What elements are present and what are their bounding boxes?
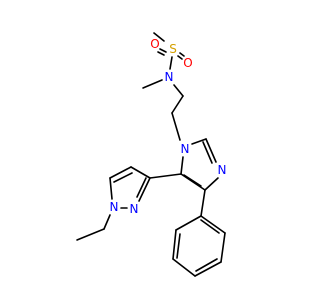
bond-n-methyl bbox=[142, 79, 163, 89]
atom-n-sulfonamide: N bbox=[165, 70, 174, 84]
atom-n-pyrazole-2: N bbox=[130, 202, 139, 216]
bond-ph-6 bbox=[200, 215, 226, 234]
bond-n1-c2 bbox=[191, 138, 207, 145]
atom-n-imidazole-1: N bbox=[181, 142, 190, 156]
bond-c4-c5-double bbox=[113, 172, 133, 183]
bond-c3-n2 bbox=[138, 177, 151, 202]
bond-c4-phenyl bbox=[200, 189, 206, 217]
bond-s-o1-b bbox=[157, 51, 165, 56]
bond-s-o1-a bbox=[159, 48, 167, 53]
bond-ch2-nim bbox=[171, 112, 181, 141]
bond-ph-5 bbox=[220, 232, 226, 263]
bond-c4-c5-double bbox=[183, 174, 202, 187]
bond-n3-c4 bbox=[204, 177, 219, 191]
bond-c3-c4 bbox=[130, 166, 151, 179]
bond-npz-ch2 bbox=[103, 214, 111, 230]
bond-c4-c5 bbox=[180, 173, 206, 191]
bond-c5-pyrazole bbox=[149, 173, 182, 179]
bond-n-ch2 bbox=[173, 84, 184, 97]
bond-ph-2-double bbox=[176, 233, 181, 259]
bond-s-o2-b bbox=[177, 55, 183, 60]
bond-c5-n1 bbox=[180, 156, 184, 175]
structure-canvas: S O O N N N N N bbox=[76, 32, 227, 277]
bond-ph-2 bbox=[172, 229, 177, 260]
bond-s-n bbox=[169, 56, 173, 70]
bond-c2-n3 bbox=[205, 138, 217, 163]
bond-ch2-ch2 bbox=[171, 95, 184, 114]
bond-c4-c5 bbox=[109, 166, 132, 179]
atom-label-layer: S O O N N N N N bbox=[110, 37, 227, 216]
bond-c3-n2-double bbox=[136, 177, 147, 198]
bond-methyl-s bbox=[153, 32, 165, 42]
atom-o2: O bbox=[183, 56, 192, 70]
bond-ph-1 bbox=[175, 215, 202, 231]
bond-c2-n3-double bbox=[202, 141, 213, 164]
bond-ch2-ch3 bbox=[76, 228, 105, 241]
bond-c5-n1 bbox=[109, 177, 113, 200]
atom-s1: S bbox=[169, 42, 177, 56]
atom-n-pyrazole-1: N bbox=[110, 200, 119, 214]
bond-ph-3 bbox=[172, 258, 196, 277]
bond-layer bbox=[76, 32, 226, 277]
bond-ph-6-double bbox=[200, 219, 220, 234]
bond-ph-4 bbox=[194, 261, 222, 277]
bond-s-o2-a bbox=[179, 52, 185, 57]
atom-o1: O bbox=[150, 37, 159, 51]
molecule-structure-diagram: S O O N N N N N bbox=[76, 32, 227, 277]
atom-n-imidazole-3: N bbox=[218, 163, 227, 177]
bond-ph-4-double bbox=[195, 258, 218, 272]
